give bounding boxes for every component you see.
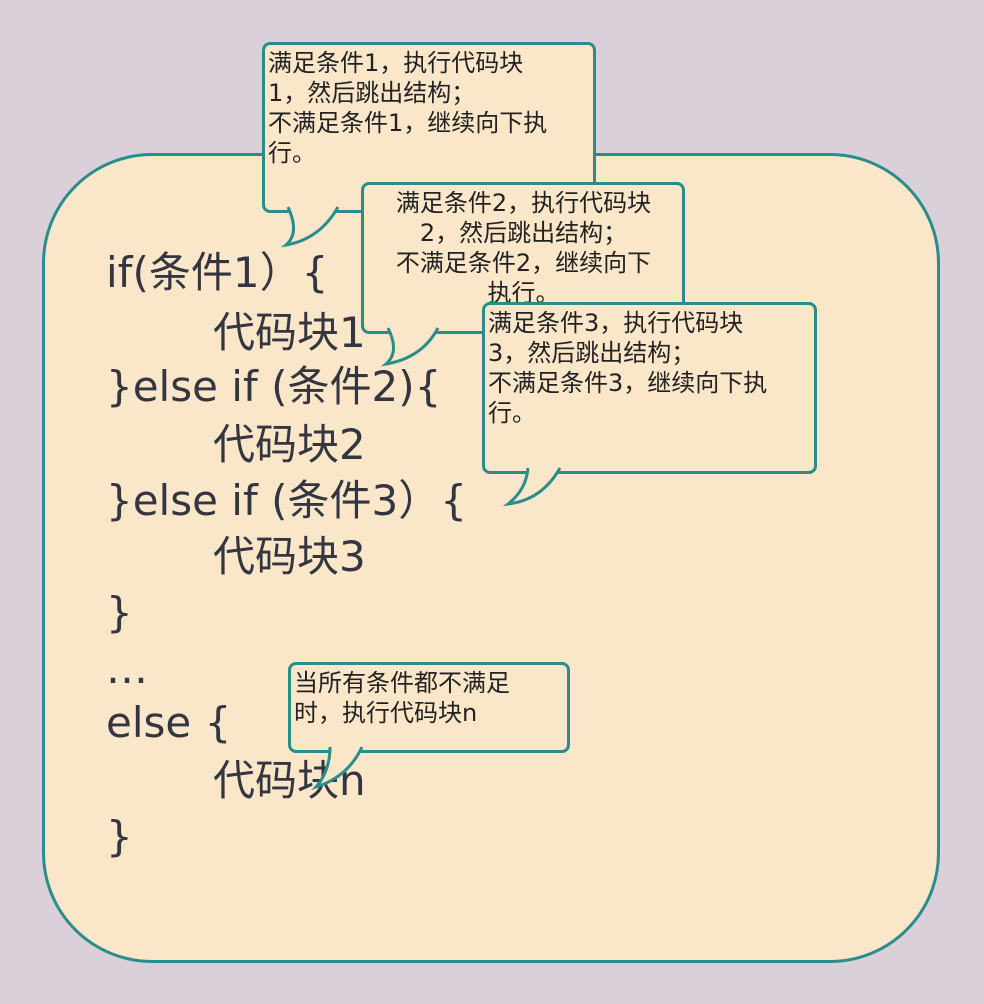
code-line-block-2: 代码块2 [213, 420, 366, 469]
callout-3-tail [502, 467, 562, 507]
callout-3-line: 不满足条件3，继续向下执 [488, 369, 768, 397]
callout-1-tail [280, 206, 340, 248]
callout-1-line: 不满足条件1，继续向下执 [268, 109, 548, 137]
code-line-else-if-3: }else if (条件3）{ [106, 476, 467, 525]
code-line-else: else { [106, 698, 232, 747]
callout-3-line: 3，然后跳出结构； [488, 339, 696, 367]
callout-2-line: 2，然后跳出结构； [419, 219, 628, 247]
callout-2-line: 不满足条件2，继续向下 [395, 249, 652, 277]
callout-2-tail [380, 327, 440, 367]
code-line-if: if(条件1）{ [106, 248, 329, 297]
code-line-else-if-2: }else if (条件2){ [106, 362, 442, 411]
callout-3-line: 行。 [488, 399, 536, 427]
callout-else: 当所有条件都不满足 时，执行代码块n [288, 662, 570, 753]
callout-4-line: 时，执行代码块n [294, 699, 478, 727]
code-line-ellipsis: … [106, 644, 148, 693]
callout-1-line: 满足条件1，执行代码块 [268, 49, 524, 77]
callout-4-line: 当所有条件都不满足 [294, 669, 510, 697]
code-line-block-1: 代码块1 [213, 308, 366, 357]
callout-1-line: 1，然后跳出结构； [268, 79, 476, 107]
code-line-final-brace: } [106, 812, 133, 861]
callout-4-tail [311, 746, 364, 791]
callout-3-line: 满足条件3，执行代码块 [488, 309, 744, 337]
callout-1-line: 行。 [268, 139, 316, 167]
callout-condition-3: 满足条件3，执行代码块 3，然后跳出结构； 不满足条件3，继续向下执 行。 [482, 302, 817, 474]
code-line-close-brace: } [106, 588, 133, 637]
code-line-block-3: 代码块3 [213, 532, 366, 581]
callout-2-line: 满足条件2，执行代码块 [395, 189, 652, 217]
